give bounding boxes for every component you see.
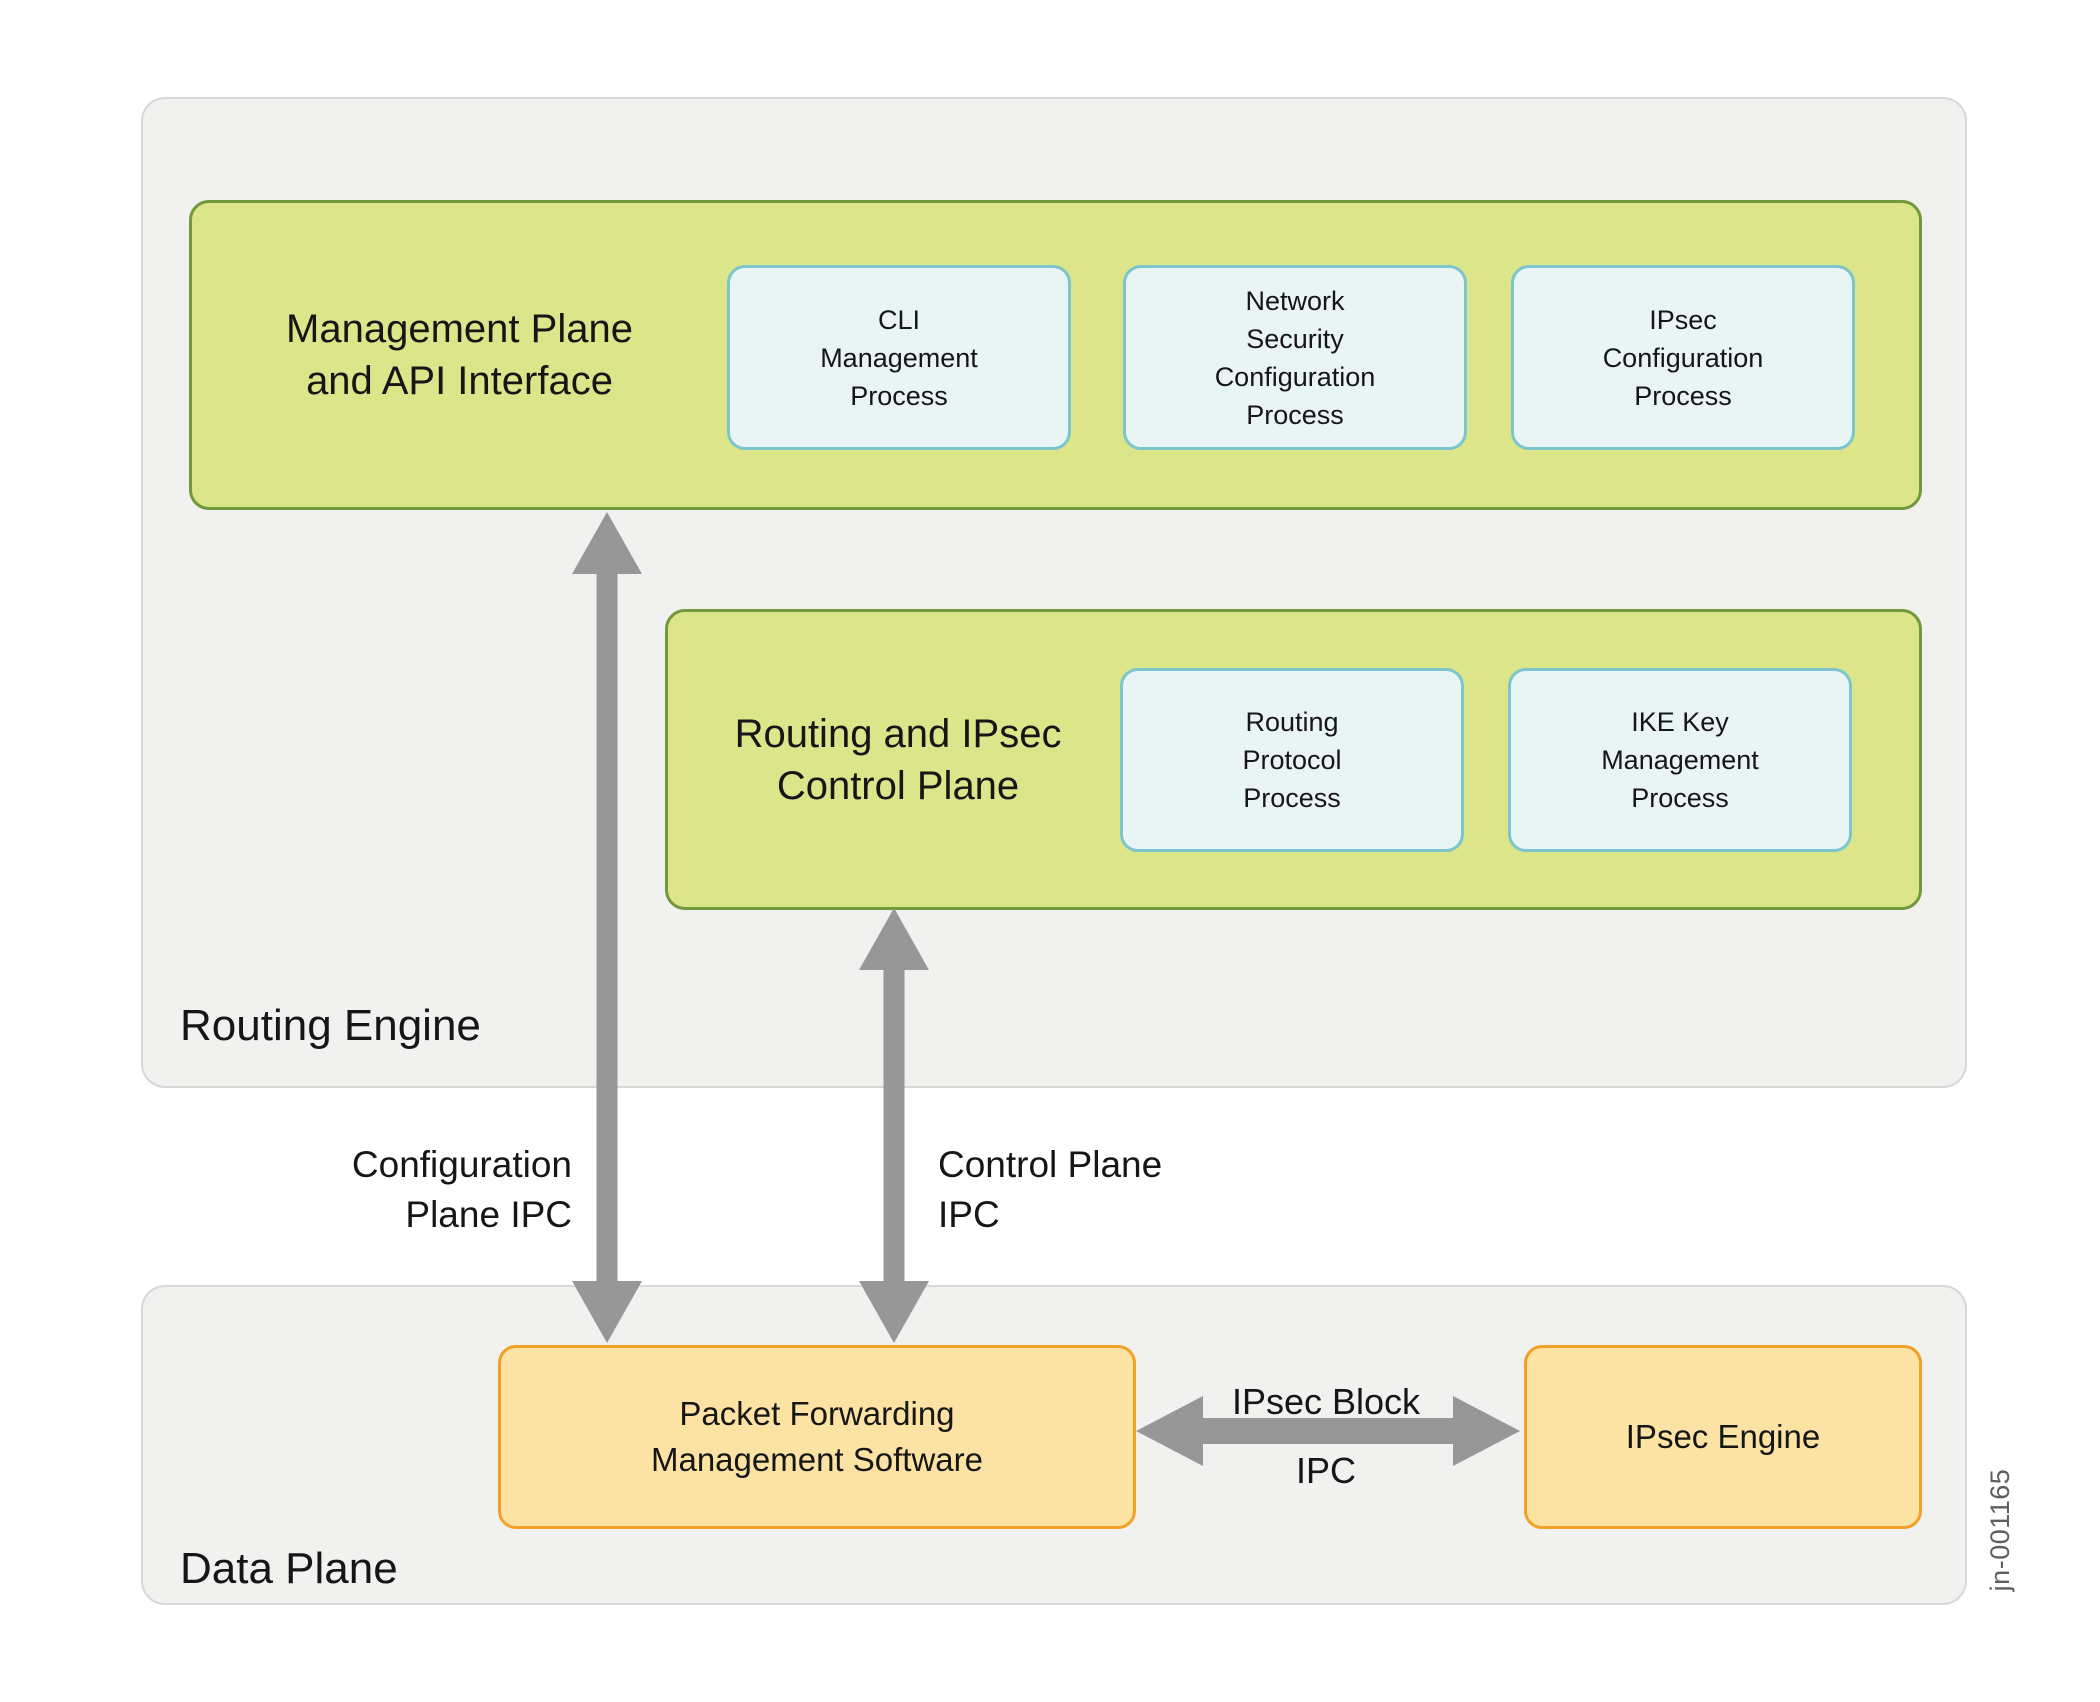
control-plane-ipc-arrow — [859, 908, 929, 1343]
ipc-label: IPC — [1295, 1450, 1356, 1491]
figure-id: jn-001165 — [1985, 1468, 2015, 1592]
control-plane-group: Routing and IPsec Control Plane Routing … — [665, 609, 1922, 910]
routing-protocol-process-box: Routing Protocol Process — [1120, 668, 1464, 852]
control-plane-title: Routing and IPsec Control Plane — [734, 711, 1062, 808]
routing-engine-plane: Routing Engine Management Plane and API … — [141, 97, 1967, 1088]
ipsec-engine-box: IPsec Engine — [1524, 1345, 1922, 1529]
ipsec-configuration-process-box: IPsec Configuration Process — [1511, 265, 1855, 450]
cli-management-process-box: CLI Management Process — [727, 265, 1071, 450]
ipsec-block-ipc-arrow — [1136, 1396, 1520, 1466]
ipsec-block-label: IPsec Block — [1231, 1381, 1421, 1422]
data-plane: Data Plane Packet Forwarding Management … — [141, 1285, 1967, 1605]
configuration-plane-ipc-arrow — [572, 512, 642, 1343]
network-security-configuration-process-box: Network Security Configuration Process — [1123, 265, 1467, 450]
data-plane-label: Data Plane — [180, 1544, 398, 1593]
management-plane-group: Management Plane and API Interface CLI M… — [189, 200, 1922, 510]
management-plane-title: Management Plane and API Interface — [286, 307, 633, 403]
packet-forwarding-management-software-box: Packet Forwarding Management Software — [498, 1345, 1136, 1529]
configuration-plane-ipc-label: Configuration Plane IPC — [351, 1144, 572, 1235]
routing-engine-label: Routing Engine — [180, 1001, 481, 1050]
control-plane-ipc-label: Control Plane IPC — [938, 1144, 1163, 1235]
ike-key-management-process-box: IKE Key Management Process — [1508, 668, 1852, 852]
